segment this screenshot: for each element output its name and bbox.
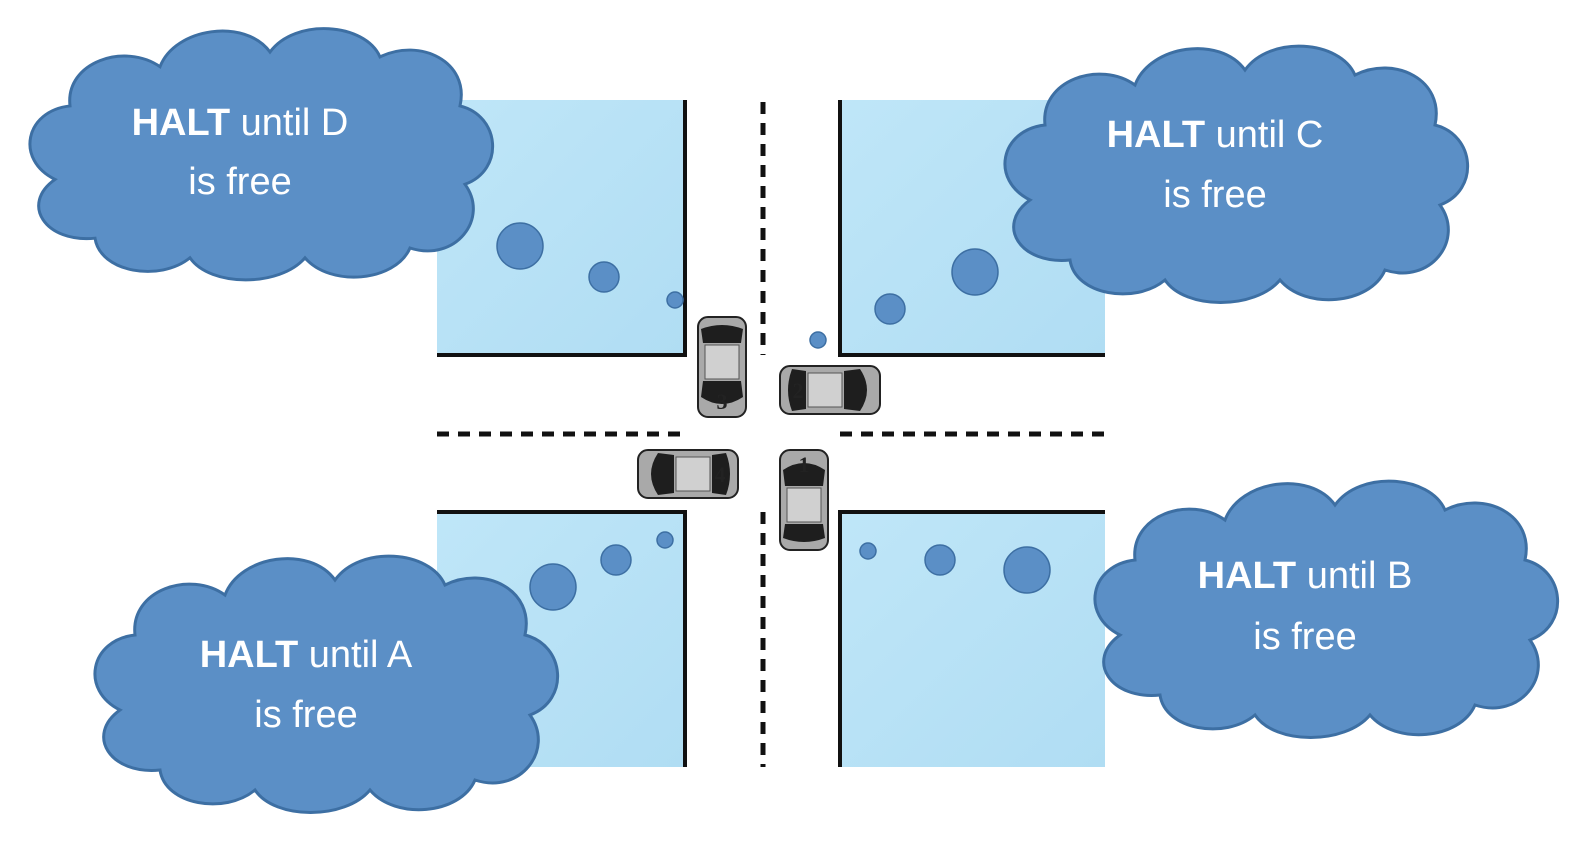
cars: 3 2 4 1 xyxy=(637,316,881,551)
curb-top-left xyxy=(437,100,687,357)
dot-br-medium xyxy=(924,544,956,576)
dot-tl-small xyxy=(666,291,684,309)
cloud-halt: HALT xyxy=(1107,114,1206,156)
dot-bl-small xyxy=(656,531,674,549)
curb-top-right xyxy=(838,100,1105,357)
car-1-number: 1 xyxy=(799,452,810,477)
cloud-top-left: HALT until D is free xyxy=(28,27,494,282)
dot-tr-large xyxy=(951,248,999,296)
curb-bottom-right xyxy=(838,510,1105,767)
cloud-line-2: is free xyxy=(188,161,291,203)
dot-tl-medium xyxy=(588,261,620,293)
car-2: 2 xyxy=(779,365,881,415)
cloud-bottom-right: HALT until B is free xyxy=(1093,479,1559,739)
car-2-number: 2 xyxy=(793,378,804,403)
dot-tr-medium xyxy=(874,293,906,325)
car-3-number: 3 xyxy=(717,389,728,414)
cloud-rest: until C xyxy=(1205,114,1323,156)
car-4-number: 4 xyxy=(715,462,726,487)
car-3: 3 xyxy=(697,316,747,418)
curbs xyxy=(437,100,1105,767)
cloud-line-2: is free xyxy=(254,694,357,736)
cloud-shape xyxy=(93,554,559,814)
cloud-rest: until B xyxy=(1296,555,1412,597)
cloud-line-1: HALT until D xyxy=(132,102,349,144)
dot-br-small xyxy=(859,542,877,560)
cloud-line-2: is free xyxy=(1163,174,1266,216)
cloud-line-2: is free xyxy=(1253,616,1356,658)
cloud-halt: HALT xyxy=(1198,555,1297,597)
block-bottom-right xyxy=(840,512,1105,767)
cloud-rest: until D xyxy=(230,102,348,144)
car-4: 4 xyxy=(637,449,739,499)
dot-tr-small xyxy=(809,331,827,349)
car-1: 1 xyxy=(779,449,829,551)
cloud-line-1: HALT until A xyxy=(200,634,413,676)
cloud-top-right: HALT until C is free xyxy=(1003,44,1469,304)
dot-bl-large xyxy=(529,563,577,611)
dot-bl-medium xyxy=(600,544,632,576)
cloud-shape xyxy=(1003,44,1469,304)
cloud-halt: HALT xyxy=(132,102,231,144)
cloud-line-1: HALT until C xyxy=(1107,114,1324,156)
cloud-shape xyxy=(28,27,494,282)
cloud-rest: until A xyxy=(298,634,413,676)
cloud-bottom-left: HALT until A is free xyxy=(93,554,559,814)
cloud-line-1: HALT until B xyxy=(1198,555,1413,597)
dot-br-large xyxy=(1003,546,1051,594)
dot-tl-large xyxy=(496,222,544,270)
curb-bottom-left xyxy=(437,510,687,767)
path-dots xyxy=(496,222,1051,611)
lane-markings xyxy=(437,102,1105,767)
cloud-halt: HALT xyxy=(200,634,299,676)
cloud-shape xyxy=(1093,479,1559,739)
